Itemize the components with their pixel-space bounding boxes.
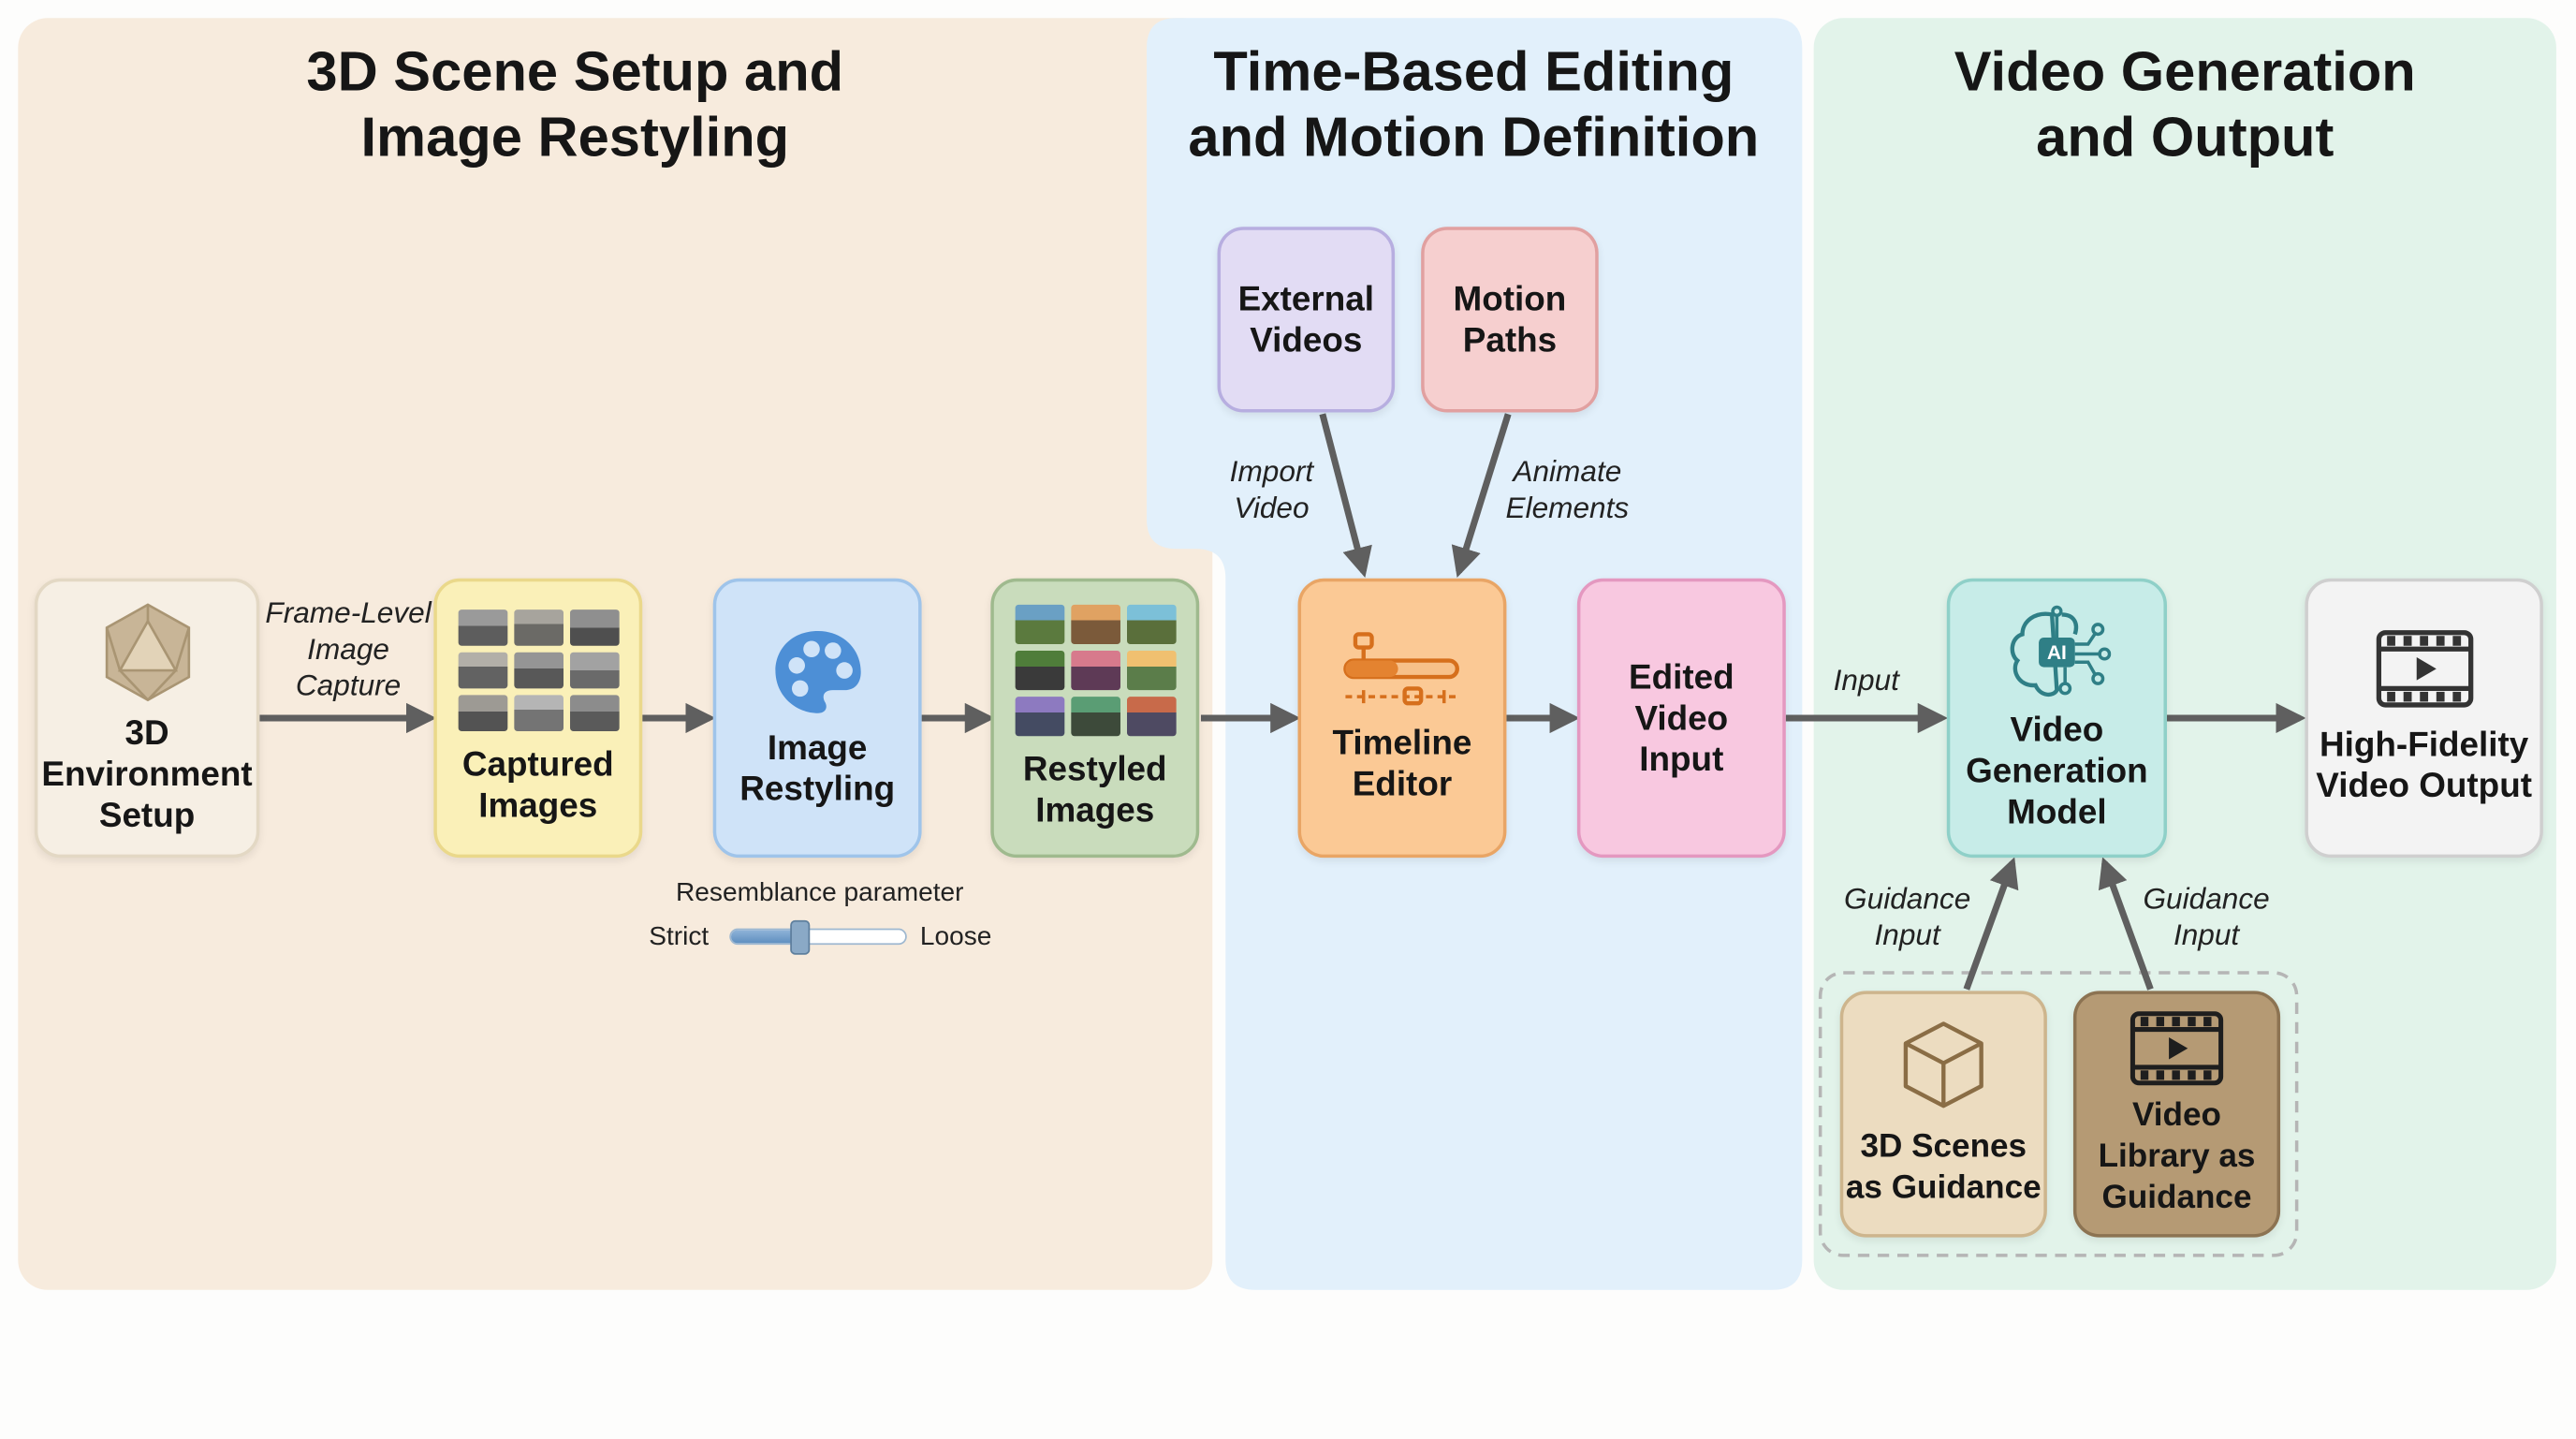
node-high-fidelity-video-output: High-Fidelity Video Output xyxy=(2305,578,2543,859)
edge-label-import-video: Import Video xyxy=(1229,455,1314,524)
node-video-library-as-guidance: Video Library as Guidance xyxy=(2072,991,2281,1238)
node-motion-paths: Motion Paths xyxy=(1421,227,1599,413)
node-video-generation-model: AI Video Generation Model xyxy=(1946,578,2167,859)
arrow-scenes-to-model xyxy=(1963,857,2019,991)
photo-grid-icon xyxy=(457,609,619,732)
node-external-videos: External Videos xyxy=(1217,227,1396,413)
node-label: Motion Paths xyxy=(1453,280,1567,360)
palette-icon xyxy=(774,630,860,713)
node-edited-video-input: Edited Video Input xyxy=(1576,578,1786,859)
slider-min-label: Strict xyxy=(649,923,710,952)
slider-fill xyxy=(731,930,801,944)
node-captured-images: Captured Images xyxy=(433,578,643,859)
cube-icon xyxy=(1903,1021,1983,1109)
node-image-restyling: Image Restyling xyxy=(712,578,922,859)
node-label: Video Generation Model xyxy=(1966,711,2148,831)
node-label: High-Fidelity Video Output xyxy=(2316,726,2532,805)
slider-max-label: Loose xyxy=(919,923,992,952)
edge-label-guidance-left: Guidance Input xyxy=(1844,882,1971,952)
ai-chip-label: AI xyxy=(2047,641,2067,663)
node-3d-environment-setup: 3D Environment Setup xyxy=(34,578,260,859)
stylized-photo-grid-icon xyxy=(1014,604,1176,737)
node-3d-scenes-as-guidance: 3D Scenes as Guidance xyxy=(1839,991,2047,1238)
edge-label-frame-capture: Frame-Level Image Capture xyxy=(265,596,432,702)
timeline-icon xyxy=(1342,632,1460,706)
node-label: Captured Images xyxy=(461,745,614,826)
panel-title-generation: Video Generation and Output xyxy=(1954,40,2416,169)
arrow-library-to-model xyxy=(2098,857,2154,991)
node-label: 3D Environment Setup xyxy=(41,713,253,834)
slider-title: Resemblance parameter xyxy=(676,878,964,907)
slider-thumb[interactable] xyxy=(790,919,811,955)
node-restyled-images: Restyled Images xyxy=(990,578,1200,859)
resemblance-slider-track[interactable] xyxy=(729,928,907,946)
node-timeline-editor: Timeline Editor xyxy=(1297,578,1507,859)
panel-generation-bg xyxy=(1813,18,2556,1290)
arrow-motion-to-timeline xyxy=(1451,413,1512,578)
node-label: Restyled Images xyxy=(1022,751,1167,830)
guidance-group-border xyxy=(1818,971,2299,1257)
node-label: Edited Video Input xyxy=(1629,657,1734,779)
ai-brain-icon: AI xyxy=(2010,604,2112,697)
film-play-icon xyxy=(2375,630,2473,708)
node-label: 3D Scenes as Guidance xyxy=(1845,1128,2042,1207)
node-label: External Videos xyxy=(1237,280,1375,360)
panel-title-editing: Time-Based Editing and Motion Definition xyxy=(1188,40,1760,169)
icosahedron-icon xyxy=(104,602,190,701)
node-label: Image Restyling xyxy=(739,729,896,809)
node-label: Video Library as Guidance xyxy=(2098,1096,2256,1215)
edge-label-animate-elements: Animate Elements xyxy=(1505,455,1630,524)
film-play-icon xyxy=(2130,1010,2224,1085)
panel-title-setup: 3D Scene Setup and Image Restyling xyxy=(306,40,844,169)
arrow-external-to-timeline xyxy=(1319,413,1372,579)
edge-label-input: Input xyxy=(1833,664,1899,697)
edge-label-guidance-right: Guidance Input xyxy=(2143,882,2270,952)
node-label: Timeline Editor xyxy=(1332,724,1472,804)
